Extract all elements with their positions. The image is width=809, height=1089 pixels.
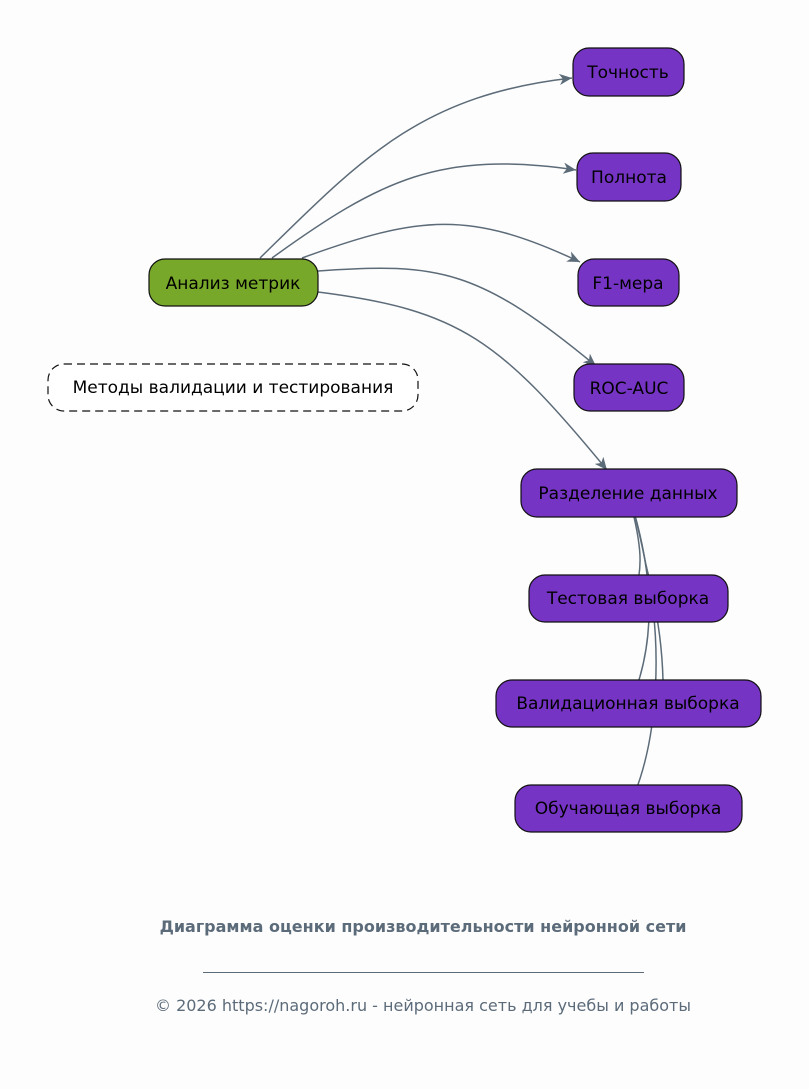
- node-label: Разделение данных: [538, 484, 717, 504]
- node-label: Валидационная выборка: [516, 694, 739, 714]
- node-label: Обучающая выборка: [535, 799, 722, 819]
- copyright-text: © 2026 https://nagoroh.ru - нейронная се…: [154, 996, 691, 1015]
- diagram-canvas: Анализ метрик Точность Полнота F1-мера R…: [47, 47, 762, 833]
- edge-analysis-f1: [301, 223, 581, 263]
- edge-analysis-split: [317, 291, 608, 471]
- node-f1[interactable]: F1-мера: [577, 258, 680, 307]
- node-label: Точность: [586, 63, 669, 83]
- edge-analysis-recall: [271, 162, 577, 259]
- node-label: Методы валидации и тестирования: [73, 378, 394, 398]
- edge-train-split: [626, 491, 657, 801]
- node-accuracy[interactable]: Точность: [572, 47, 685, 97]
- node-label: Анализ метрик: [166, 274, 301, 294]
- edge-analysis-accuracy: [259, 73, 573, 259]
- node-recall[interactable]: Полнота: [576, 152, 682, 202]
- node-analysis[interactable]: Анализ метрик: [148, 258, 319, 307]
- node-methods-group-label[interactable]: Методы валидации и тестирования: [47, 363, 419, 412]
- node-label: Полнота: [591, 168, 667, 188]
- footer-divider: [203, 972, 644, 973]
- node-split[interactable]: Разделение данных: [520, 468, 738, 518]
- node-test[interactable]: Тестовая выборка: [528, 574, 729, 623]
- node-train[interactable]: Обучающая выборка: [514, 784, 743, 833]
- node-label: ROC-AUC: [590, 379, 669, 399]
- diagram-title: Диаграмма оценки производительности нейр…: [159, 917, 687, 936]
- node-rocauc[interactable]: ROC-AUC: [573, 363, 685, 412]
- node-val[interactable]: Валидационная выборка: [495, 679, 762, 728]
- node-label: Тестовая выборка: [546, 589, 709, 609]
- node-label: F1-мера: [592, 274, 663, 294]
- edge-analysis-rocauc: [317, 267, 597, 367]
